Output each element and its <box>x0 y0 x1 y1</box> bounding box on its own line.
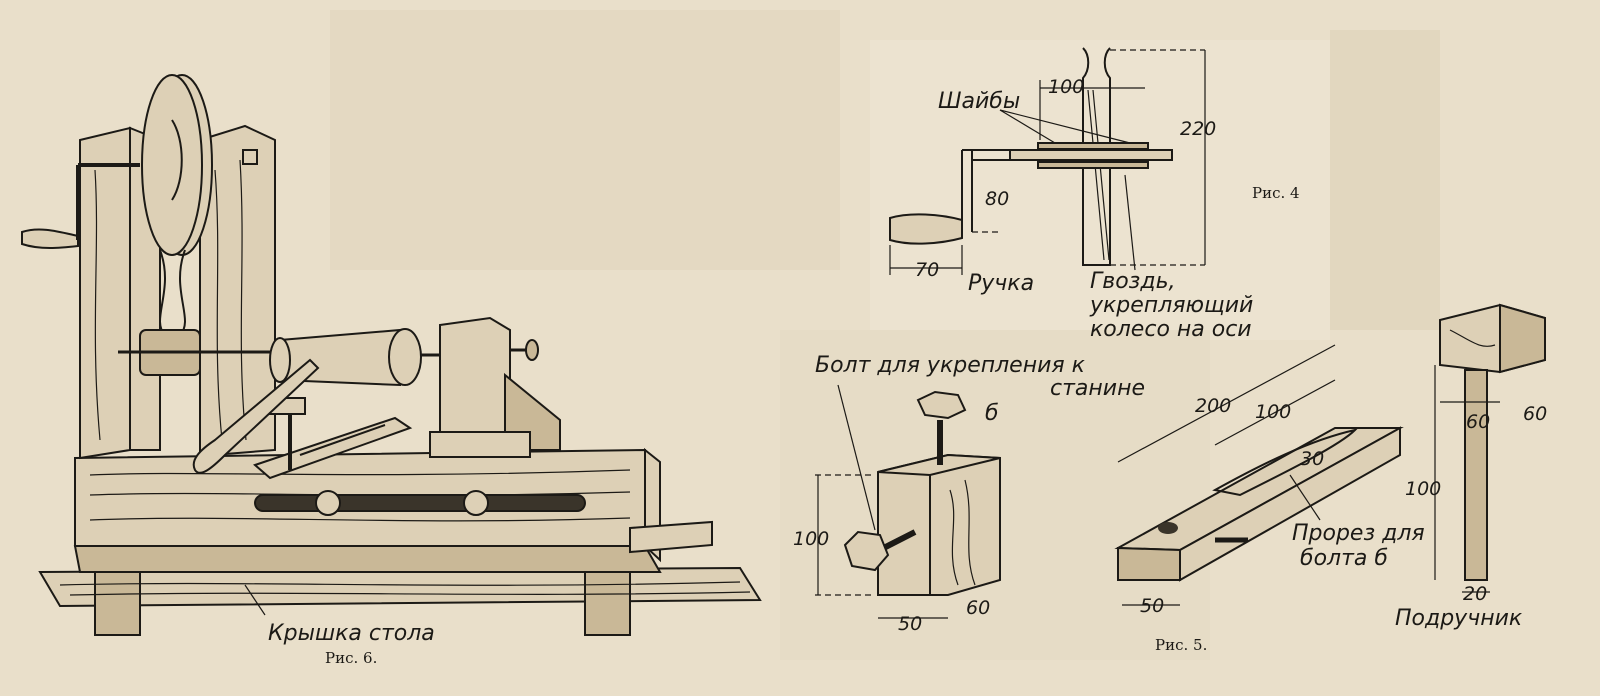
drive-wheel <box>21 74 213 256</box>
bolt-label-line2: станине <box>1050 376 1145 401</box>
nail-label-line3: колесо на оси <box>1090 317 1252 342</box>
wheel-section <box>1082 47 1111 266</box>
slot-label-line1: Прорез для <box>1292 521 1425 546</box>
slide-dim-slot: 100 <box>1255 401 1291 423</box>
table-top-label: Крышка стола <box>268 621 435 646</box>
crank-arm <box>961 149 1010 232</box>
block-dim-height: 100 <box>793 528 829 550</box>
bolt-mark: б <box>985 401 999 426</box>
chisel <box>192 358 320 474</box>
figure-5-caption: Рис. 5. <box>1155 636 1207 654</box>
slide-dim-30: 30 <box>1300 448 1324 470</box>
tool-rest-slide <box>253 397 413 480</box>
spindle-pulley <box>118 329 285 376</box>
slide-dim-length: 200 <box>1195 395 1231 417</box>
tool-rest: 100 60 60 20 Подручник <box>1395 303 1547 631</box>
tailstock <box>429 316 561 458</box>
figure-4-caption: Рис. 4 <box>1252 184 1300 202</box>
washers-label: Шайбы <box>938 89 1020 114</box>
rest-dim-20: 20 <box>1463 583 1487 605</box>
bolt-label-line1: Болт для укрепления к <box>815 353 1086 378</box>
side-board <box>629 520 713 554</box>
bolt-block: Болт для укрепления к станине б 100 50 6… <box>793 353 1145 635</box>
washer-top <box>1037 142 1149 150</box>
table-top-pointer <box>244 584 266 616</box>
axle <box>1009 149 1173 161</box>
rest-label: Подручник <box>1395 606 1523 631</box>
slide-dim-width: 50 <box>1140 595 1164 617</box>
fig4-dim-80: 80 <box>985 188 1009 210</box>
lathe-bed <box>73 447 662 573</box>
figure-4-crank: 100 220 80 70 Шайбы Ручка Гвоздь, укрепл… <box>889 47 1300 342</box>
fig4-dim-220: 220 <box>1180 118 1216 140</box>
figure-6-lathe: Крышка стола Рис. 6. <box>21 74 762 667</box>
nail-label-line1: Гвоздь, <box>1090 269 1176 294</box>
washer-bottom <box>1037 161 1149 169</box>
block-dim-depth: 60 <box>966 597 990 619</box>
figure-5-parts: Болт для укрепления к станине б 100 50 6… <box>793 303 1547 654</box>
slide-bar: 200 100 30 50 Прорез для болта б Рис. 5. <box>1114 344 1425 654</box>
rest-dim-60a: 60 <box>1466 411 1490 433</box>
crank-handle <box>21 228 79 249</box>
handle-label: Ручка <box>968 271 1034 296</box>
slot-label-line2: болта б <box>1300 546 1388 571</box>
rest-dim-height: 100 <box>1405 478 1441 500</box>
drive-belt <box>159 249 186 336</box>
paper-texture <box>330 10 1440 660</box>
crank-grip <box>889 213 963 245</box>
rest-dim-60b: 60 <box>1523 403 1547 425</box>
fig4-dim-70: 70 <box>915 259 939 281</box>
fig4-dim-100: 100 <box>1048 76 1084 98</box>
block-dim-width: 50 <box>898 613 922 635</box>
nail-label-line2: укрепляющий <box>1089 293 1253 318</box>
figure-6-caption: Рис. 6. <box>325 649 377 667</box>
